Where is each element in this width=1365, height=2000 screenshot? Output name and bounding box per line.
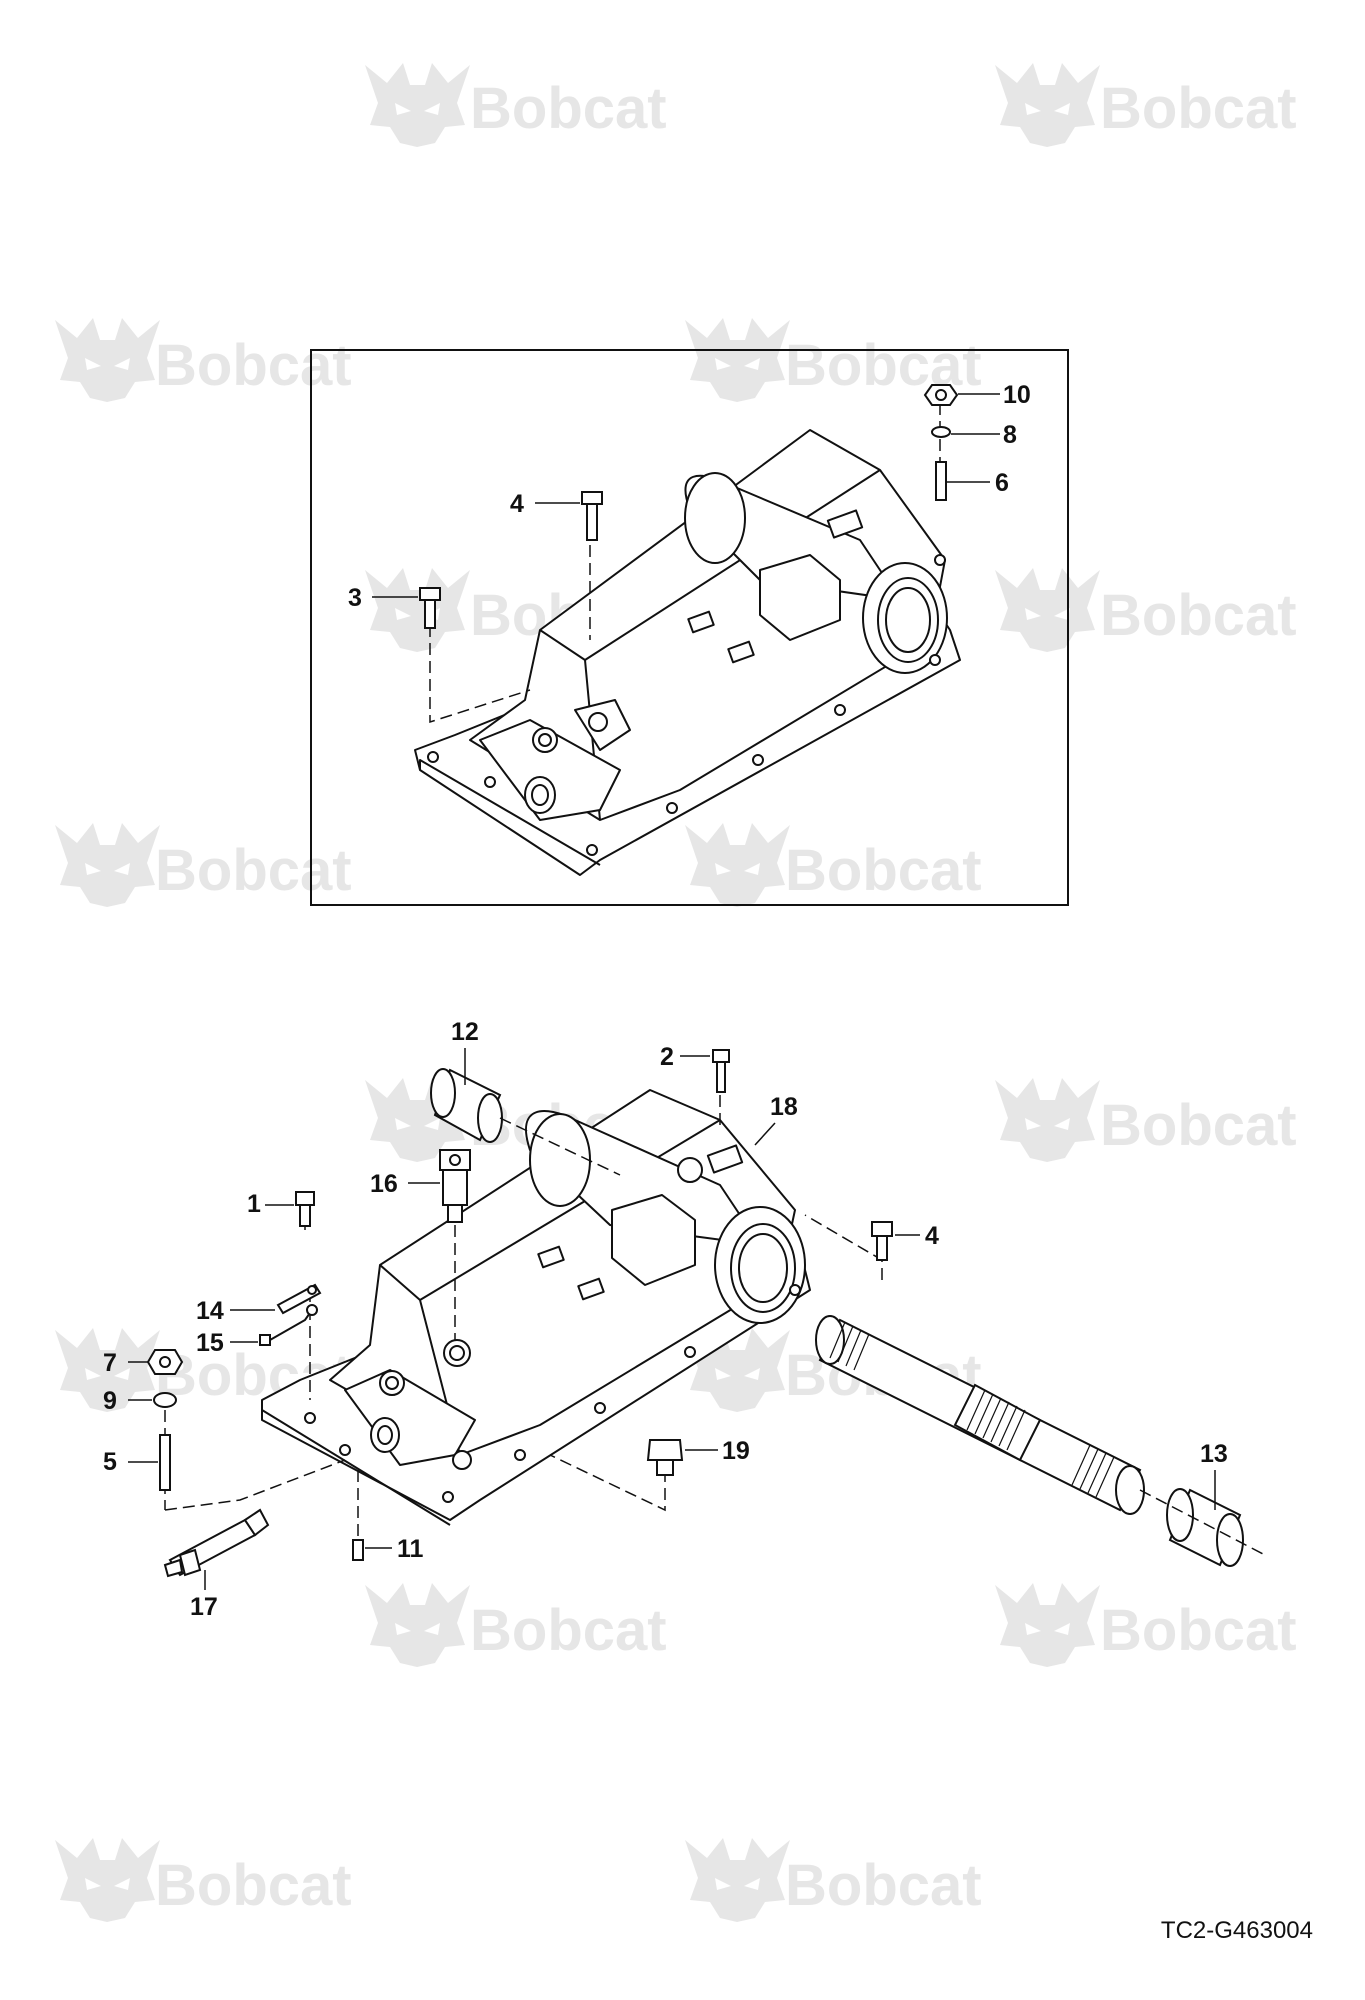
watermark-text: Bobcat xyxy=(1100,1093,1297,1158)
watermark xyxy=(685,318,790,402)
washer-8 xyxy=(931,426,951,438)
top-block xyxy=(759,554,841,641)
inset-frame xyxy=(310,349,1069,906)
sensor-17 xyxy=(163,1508,270,1578)
bolt-2 xyxy=(712,1049,730,1093)
upper-housing-drawing xyxy=(414,429,961,876)
callout-18: 18 xyxy=(770,1093,798,1121)
callout-17: 17 xyxy=(190,1593,218,1621)
watermark-text: Bobcat xyxy=(1100,1598,1297,1663)
callout-5: 5 xyxy=(103,1448,117,1476)
callout-19: 19 xyxy=(722,1437,750,1465)
valve-block xyxy=(344,1369,476,1466)
watermark-layer: Bobcat Bobcat Bobcat Bobcat Bobcat Bobca… xyxy=(55,63,1297,1922)
watermark xyxy=(55,1838,160,1922)
plate-14 xyxy=(276,1283,322,1315)
watermark xyxy=(995,1583,1100,1667)
nut-7 xyxy=(146,1349,184,1375)
callout-3: 3 xyxy=(348,584,362,612)
watermark xyxy=(995,568,1100,652)
watermark-text: Bobcat xyxy=(155,1853,352,1918)
callout-2: 2 xyxy=(660,1043,674,1071)
callout-7: 7 xyxy=(103,1349,117,1377)
nut-10 xyxy=(923,384,959,406)
watermark-text: Bobcat xyxy=(155,838,352,903)
lower-callout-leaders xyxy=(128,1048,1216,1590)
watermark xyxy=(995,63,1100,147)
lower-fasteners xyxy=(146,1049,893,1578)
upper-callout-leaders xyxy=(372,393,1000,598)
callout-14: 14 xyxy=(196,1297,224,1325)
watermark-text: Bobcat xyxy=(470,76,667,141)
watermark-text: Bobcat xyxy=(155,333,352,398)
watermark xyxy=(365,568,470,652)
callout-8: 8 xyxy=(1003,421,1017,449)
stud-6 xyxy=(935,461,947,501)
watermark xyxy=(685,823,790,907)
callout-12: 12 xyxy=(451,1018,479,1046)
callout-16: 16 xyxy=(370,1170,398,1198)
splined-shaft xyxy=(815,1315,1145,1515)
watermark xyxy=(995,1078,1100,1162)
bolt-4-upper xyxy=(581,491,603,541)
callout-10: 10 xyxy=(1003,381,1031,409)
bushing-13 xyxy=(1166,1488,1244,1567)
watermark-text: Bobcat xyxy=(785,838,982,903)
upper-fasteners xyxy=(419,384,959,629)
watermark xyxy=(365,1583,470,1667)
callout-11: 11 xyxy=(397,1535,424,1563)
plug-19 xyxy=(646,1439,684,1476)
callout-4-upper: 4 xyxy=(510,490,524,518)
lower-housing-drawing xyxy=(261,1089,811,1526)
callout-9: 9 xyxy=(103,1387,117,1415)
callout-4-lower: 4 xyxy=(925,1222,939,1250)
watermark-text: Bobcat xyxy=(1100,583,1297,648)
lower-leaders xyxy=(164,1095,1266,1556)
watermark-text: Bobcat xyxy=(1100,76,1297,141)
bolt-3 xyxy=(419,587,441,629)
watermark-text: Bobcat xyxy=(470,1598,667,1663)
callout-labels: 1 2 3 4 4 5 6 7 8 9 10 11 12 13 14 15 16… xyxy=(103,381,1228,1621)
callout-15: 15 xyxy=(196,1329,224,1357)
bolt-4-lower xyxy=(871,1221,893,1261)
callout-6: 6 xyxy=(995,469,1009,497)
relief-valve-16 xyxy=(439,1149,471,1223)
washer-9 xyxy=(153,1392,177,1408)
watermark-text: Bobcat xyxy=(785,1853,982,1918)
callout-1: 1 xyxy=(247,1190,261,1218)
callout-13: 13 xyxy=(1200,1440,1228,1468)
top-block xyxy=(611,1194,696,1286)
watermark xyxy=(365,63,470,147)
clip-15 xyxy=(259,1304,318,1346)
bushing-12 xyxy=(430,1068,503,1143)
bolt-1 xyxy=(295,1191,315,1227)
watermark xyxy=(55,318,160,402)
document-code: TC2-G463004 xyxy=(1160,1917,1313,1944)
pin-11 xyxy=(352,1539,364,1561)
bushings xyxy=(430,1068,1244,1567)
watermark xyxy=(685,1838,790,1922)
stud-5 xyxy=(159,1434,171,1491)
watermark xyxy=(55,823,160,907)
